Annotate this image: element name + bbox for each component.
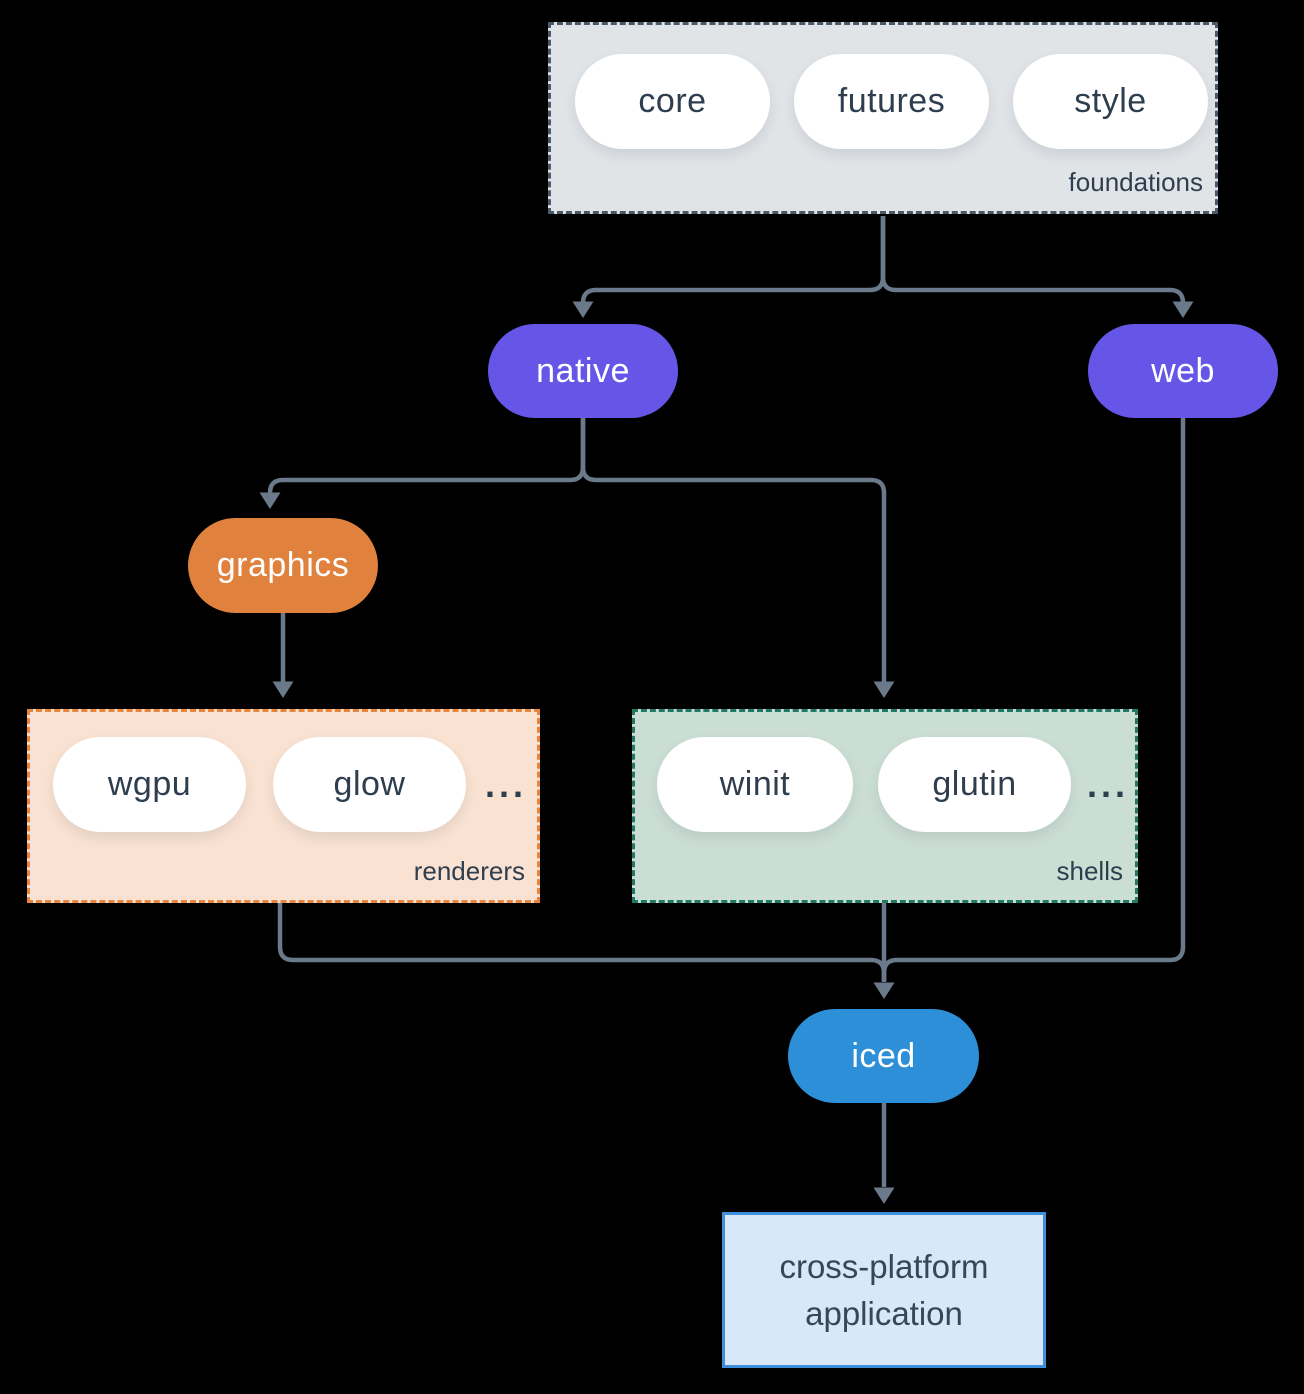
node-native-label: native <box>536 351 630 390</box>
edge-renderers-to-iced <box>277 903 887 981</box>
node-graphics-label: graphics <box>216 546 350 584</box>
edge-foundations-to-native <box>580 216 886 304</box>
node-wgpu: wgpu <box>53 737 246 832</box>
group-shells: winit glutin ... shells <box>632 709 1138 903</box>
group-foundations: core futures style foundations <box>548 22 1218 214</box>
edge-native-to-graphics <box>267 418 586 494</box>
node-glow-label: glow <box>333 765 406 803</box>
node-core-label: core <box>638 82 707 120</box>
group-shells-label: shells <box>1056 856 1123 886</box>
group-foundations-label: foundations <box>1068 167 1203 197</box>
node-graphics: graphics <box>188 518 378 613</box>
node-native: native <box>488 324 678 418</box>
node-futures: futures <box>794 54 989 149</box>
node-style-label: style <box>1074 82 1147 120</box>
renderers-ellipsis: ... <box>485 763 528 805</box>
shells-ellipsis: ... <box>1087 763 1130 805</box>
node-futures-label: futures <box>837 82 946 120</box>
arrowhead-shells <box>873 681 895 698</box>
arrowhead-web <box>1172 301 1194 318</box>
node-glow: glow <box>273 737 466 832</box>
node-web-label: web <box>1151 351 1215 390</box>
arrowhead-iced <box>873 982 895 999</box>
node-winit: winit <box>657 737 853 832</box>
edge-native-to-shells <box>580 418 887 682</box>
node-core: core <box>575 54 770 149</box>
node-cross-platform-application-label: cross-platform application <box>779 1248 989 1332</box>
node-cross-platform-application: cross-platform application <box>722 1212 1046 1368</box>
node-iced: iced <box>788 1009 979 1103</box>
node-iced-label: iced <box>851 1036 916 1075</box>
node-wgpu-label: wgpu <box>107 765 192 803</box>
arrowhead-graphics <box>259 492 281 509</box>
node-style: style <box>1013 54 1208 149</box>
arrowhead-native <box>572 301 594 318</box>
node-glutin: glutin <box>878 737 1071 832</box>
node-web: web <box>1088 324 1278 418</box>
arrowhead-renderers <box>272 681 294 698</box>
group-renderers: wgpu glow ... renderers <box>27 709 540 903</box>
arrowhead-application <box>873 1187 895 1204</box>
node-glutin-label: glutin <box>932 765 1017 803</box>
edge-foundations-to-web <box>880 216 1186 304</box>
group-renderers-label: renderers <box>413 856 525 886</box>
node-winit-label: winit <box>719 765 791 803</box>
